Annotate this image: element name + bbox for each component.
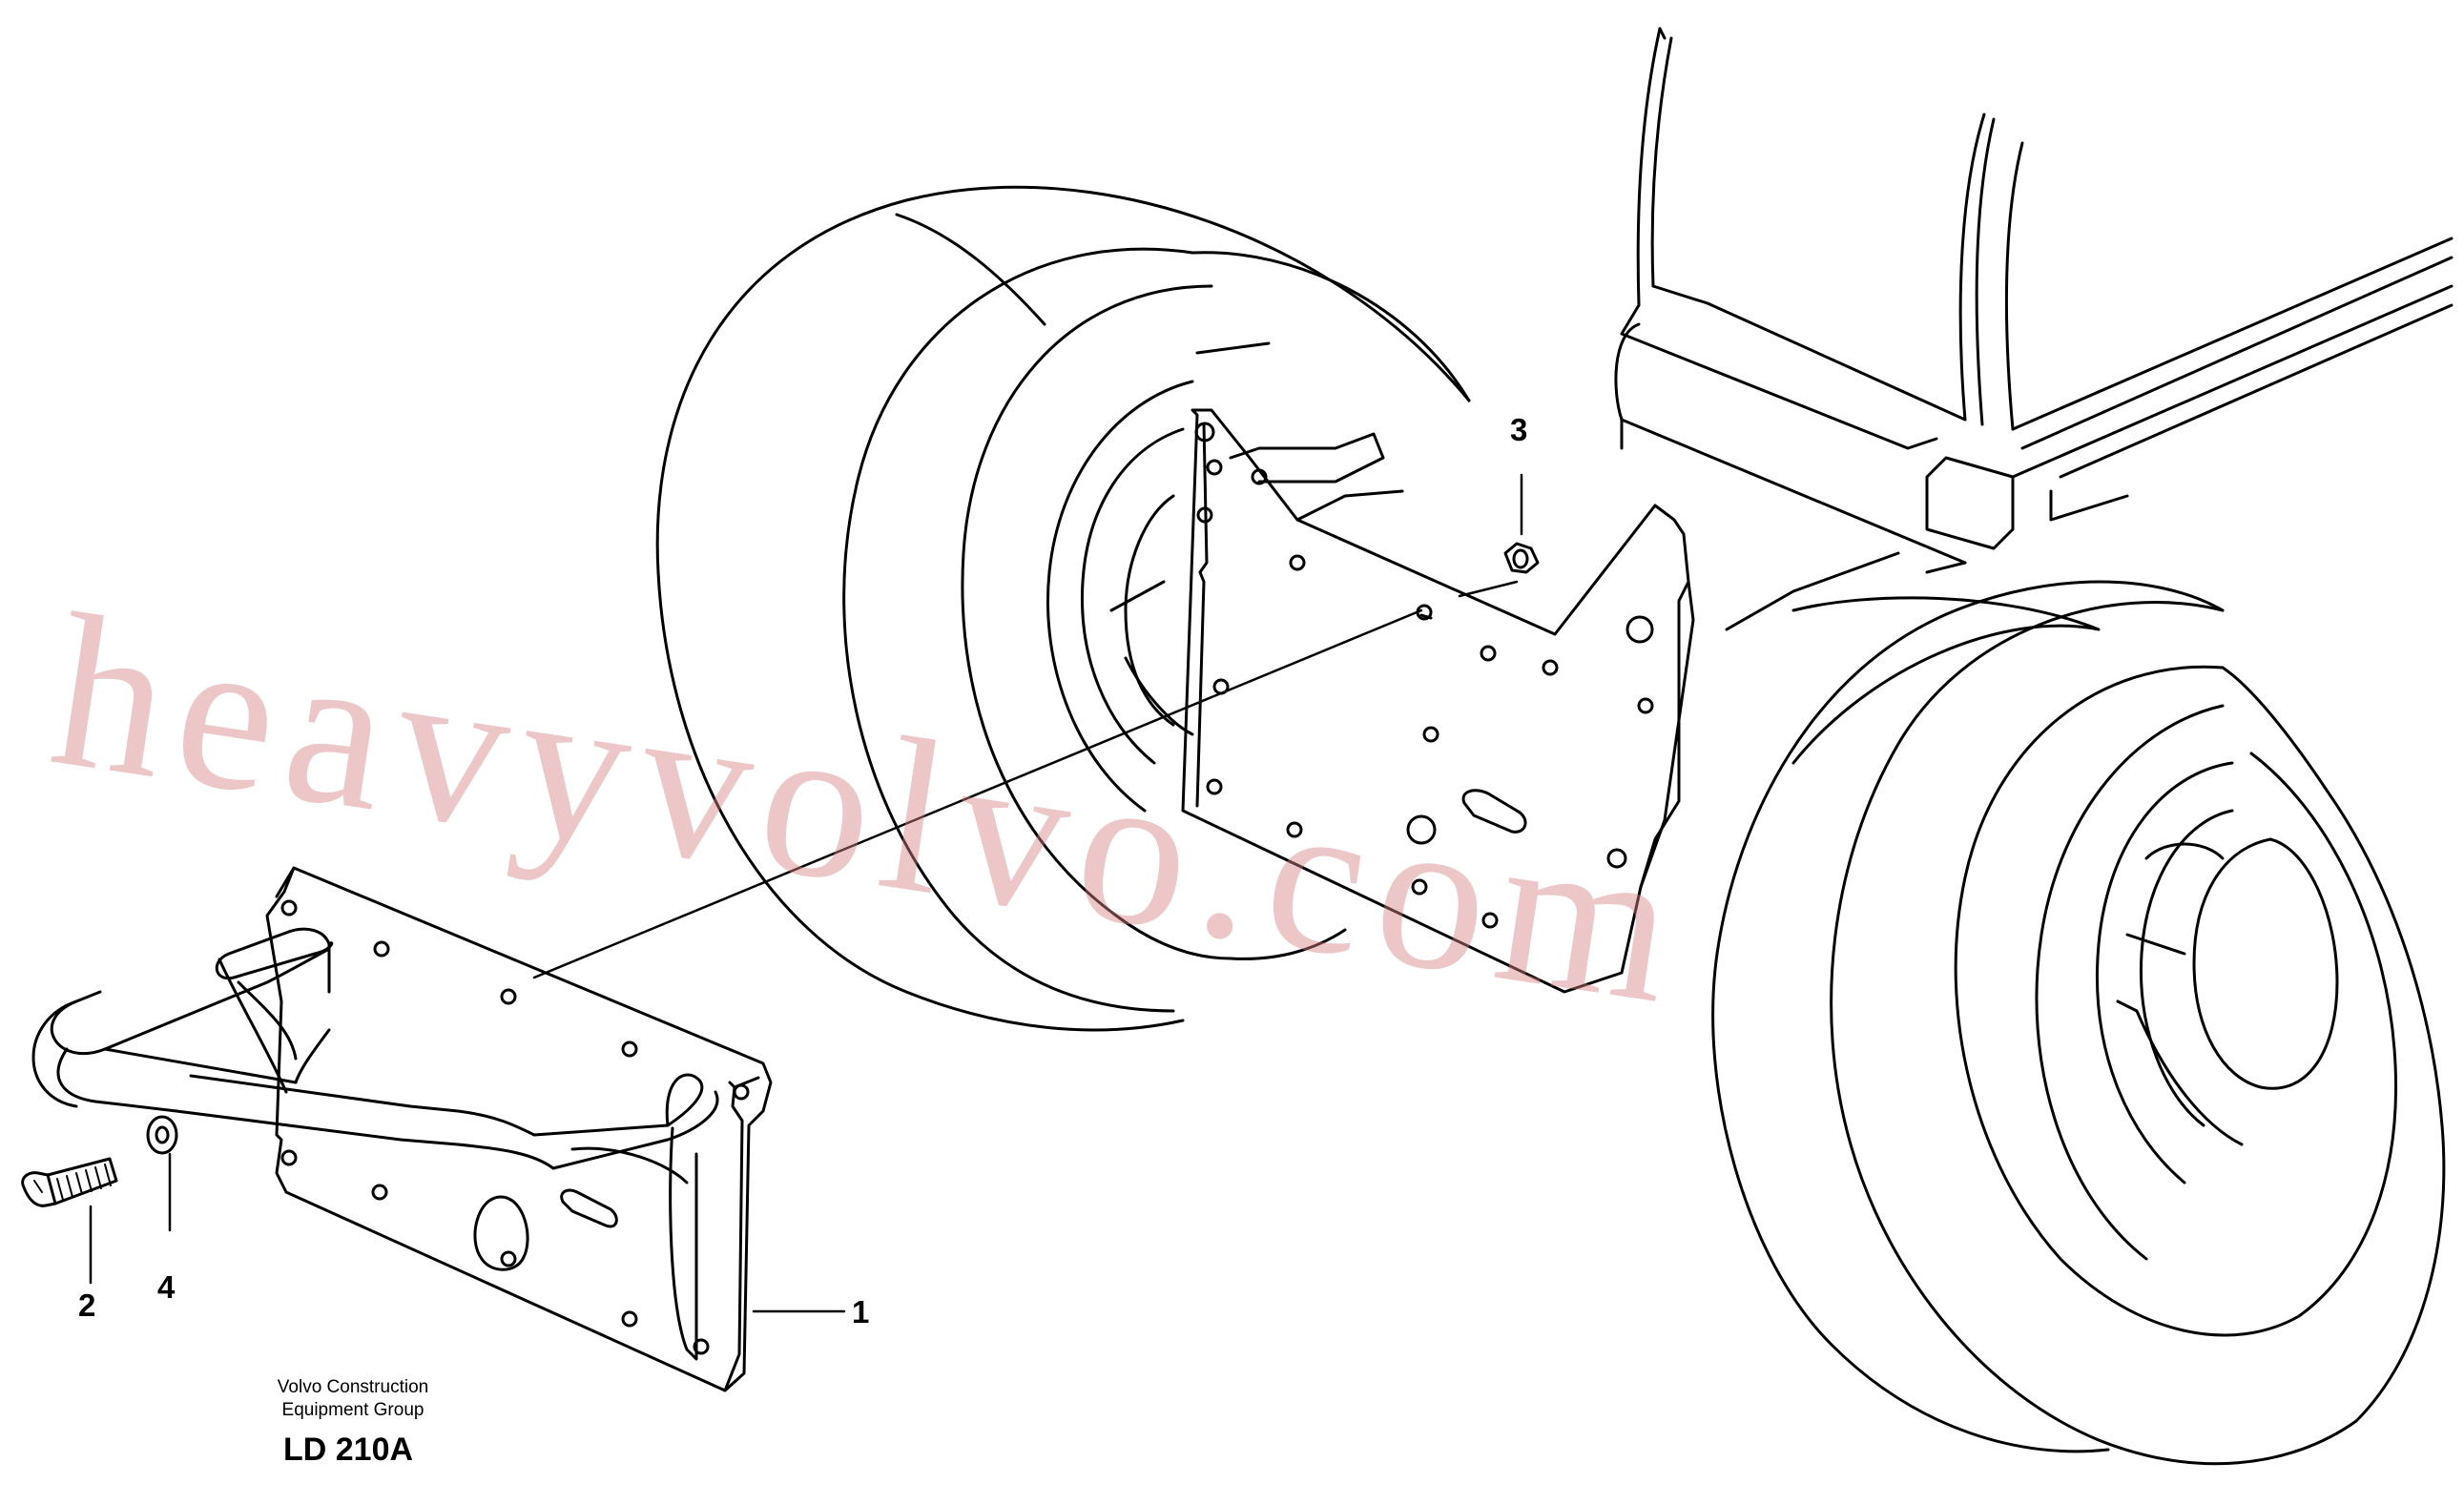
- callout-1: 1: [852, 1294, 870, 1329]
- publisher-line-2: Equipment Group: [281, 1399, 424, 1420]
- machine-body: [1614, 27, 2454, 631]
- callout-2: 2: [78, 1288, 96, 1323]
- right-wheel: [1711, 580, 2446, 1466]
- rear-mounting-plate: [217, 866, 773, 1392]
- bolt: [21, 1157, 118, 1207]
- alignment-line: [532, 580, 1519, 979]
- nut: [1503, 542, 1540, 574]
- machine-bracket: [1181, 408, 1695, 994]
- drawing-number: LD 210A: [283, 1432, 414, 1468]
- washer: [146, 1115, 178, 1155]
- leader-lines: [89, 473, 1523, 1313]
- tow-handle: [31, 927, 719, 1170]
- publisher-line-1: Volvo Construction: [277, 1377, 429, 1397]
- publisher-credit: Volvo Construction Equipment Group: [238, 1376, 467, 1422]
- left-wheel: [655, 185, 1471, 1032]
- callout-3: 3: [1510, 412, 1528, 447]
- callout-4: 4: [157, 1269, 176, 1305]
